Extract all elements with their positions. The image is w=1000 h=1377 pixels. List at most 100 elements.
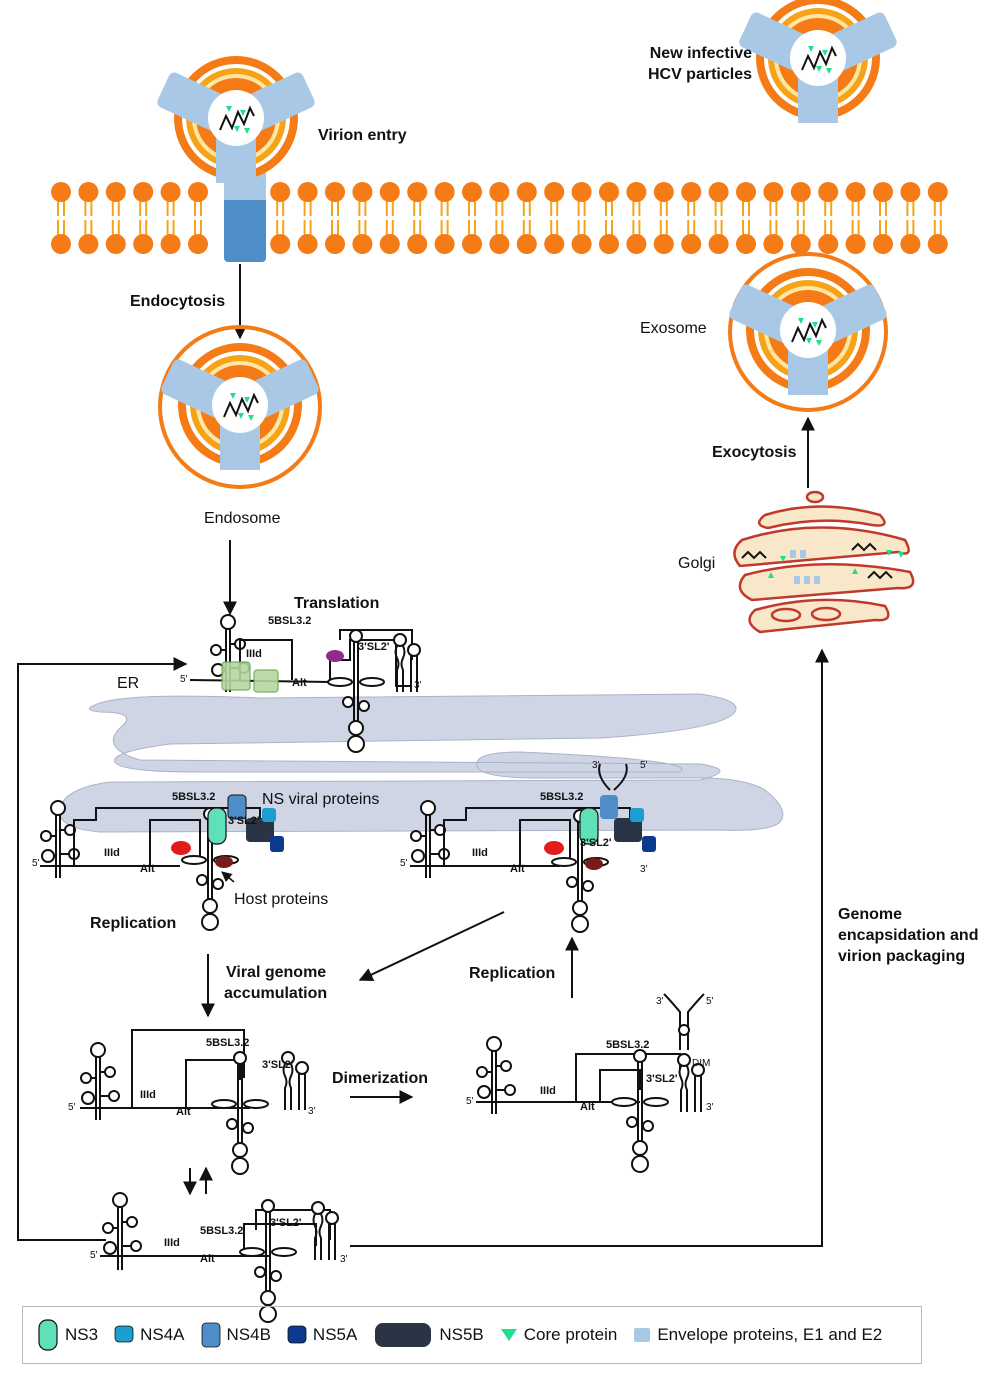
lipid-head [652, 181, 675, 217]
svg-text:DIM: DIM [692, 1058, 710, 1069]
svg-text:5': 5' [180, 674, 188, 685]
endosome-vesicle [158, 325, 322, 489]
ns-viral-proteins-label: NS viral proteins [262, 791, 379, 808]
lipid-head [50, 219, 72, 255]
lipid-head [324, 181, 346, 217]
svg-text:5': 5' [466, 1096, 474, 1107]
svg-text:3': 3' [308, 1106, 316, 1117]
golgi-apparatus [733, 490, 915, 634]
lipid-head [543, 181, 566, 217]
legend-item-core-protein: Core protein [500, 1325, 617, 1345]
svg-text:Alt: Alt [580, 1101, 595, 1113]
lipid-head [899, 181, 922, 217]
svg-text:3'SL2': 3'SL2' [646, 1073, 678, 1085]
lipid-head [872, 181, 894, 217]
lipid-head [762, 219, 785, 255]
svg-text:IIId: IIId [140, 1089, 156, 1101]
lipid-head [406, 219, 429, 255]
svg-text:3': 3' [640, 864, 648, 875]
exosome-virion-icon [726, 267, 890, 396]
svg-text:IIId: IIId [164, 1237, 180, 1249]
viral-genome-label-2: accumulation [224, 985, 327, 1002]
replication-left-label: Replication [90, 915, 176, 932]
replication-complex-right: 5BSL3.2 3'SL2' IIId Alt 5' 3' 3' 5' [400, 760, 656, 933]
exosome-label: Exosome [640, 320, 707, 337]
lipid-head [515, 219, 538, 255]
lipid-head [625, 219, 648, 255]
lipid-head [570, 181, 593, 217]
lipid-head [515, 181, 538, 217]
svg-text:3': 3' [340, 1254, 348, 1265]
lipid-head [324, 219, 346, 255]
lipid-head [598, 181, 620, 217]
lipid-head [296, 181, 319, 217]
lipid-head [872, 219, 894, 255]
svg-text:Alt: Alt [510, 863, 525, 875]
lipid-head [132, 219, 155, 255]
lipid-head [707, 219, 730, 255]
svg-text:IIId: IIId [472, 847, 488, 859]
plasma-membrane [50, 181, 949, 255]
svg-text:5': 5' [90, 1250, 98, 1261]
legend-item-ns4b: NS4B [201, 1322, 271, 1348]
lipid-head [104, 181, 127, 217]
lipid-head [50, 181, 72, 217]
svg-text:3': 3' [656, 996, 664, 1007]
svg-text:5': 5' [400, 858, 408, 869]
legend-item-ns4a: NS4A [114, 1325, 185, 1345]
golgi-label: Golgi [678, 555, 715, 572]
lipid-head [159, 181, 182, 217]
lipid-head [378, 219, 401, 255]
entry-virion-icon [154, 55, 318, 184]
replication-complex-left: 5BSL3.2 3'SL2' IIId Alt 5' [32, 791, 284, 931]
exocytosis-label: Exocytosis [712, 444, 797, 461]
replication-right-label: Replication [469, 965, 555, 982]
lipid-head [351, 181, 374, 217]
svg-text:5': 5' [706, 996, 714, 1007]
svg-text:3'SL2': 3'SL2' [228, 815, 260, 827]
new-particles-label: New infective [650, 45, 752, 62]
lipid-head [735, 219, 757, 255]
svg-text:3': 3' [592, 760, 600, 771]
endosome-label: Endosome [204, 510, 281, 527]
legend-item-ns5b: NS5B [373, 1321, 484, 1349]
endosome-virion-icon [158, 342, 322, 471]
lipid-head [844, 219, 867, 255]
svg-text:3'SL2': 3'SL2' [580, 837, 612, 849]
exosome-vesicle [728, 252, 888, 412]
svg-text:IIId: IIId [104, 847, 120, 859]
lipid-head [433, 181, 456, 217]
lipid-head [378, 181, 401, 217]
genome-encapsidation-label: Genome [838, 906, 902, 923]
svg-text:Alt: Alt [140, 863, 155, 875]
lipid-head [735, 181, 757, 217]
lipid-head [296, 219, 319, 255]
er-label: ER [117, 675, 139, 692]
genome-bottom: 5BSL3.2 3'SL2' IIId Alt 5' 3' [90, 1192, 348, 1323]
lipid-head [789, 219, 812, 255]
svg-text:Alt: Alt [176, 1106, 191, 1118]
lipid-head [817, 181, 840, 217]
svg-text:3'SL2': 3'SL2' [358, 641, 390, 653]
lipid-head [187, 181, 209, 217]
svg-text:IIId: IIId [540, 1085, 556, 1097]
lipid-head [707, 181, 730, 217]
svg-text:5': 5' [68, 1102, 76, 1113]
svg-text:3'SL2': 3'SL2' [270, 1217, 302, 1229]
virion-entry-label: Virion entry [318, 127, 407, 144]
lipid-head [269, 181, 292, 217]
svg-text:Alt: Alt [200, 1253, 215, 1265]
genome-encapsidation-label-3: virion packaging [838, 948, 965, 965]
host-proteins-label: Host proteins [234, 891, 328, 908]
genome-encapsidation-label-2: encapsidation and [838, 927, 978, 944]
endocytosis-label: Endocytosis [130, 293, 225, 310]
svg-text:5': 5' [32, 858, 40, 869]
new-virion-icon [736, 0, 900, 124]
legend-item-envelope-proteins: Envelope proteins, E1 and E2 [633, 1325, 882, 1345]
lipid-head [488, 219, 511, 255]
legend-item-ns5a: NS5A [287, 1325, 357, 1345]
lipid-head [762, 181, 785, 217]
lipid-head [680, 219, 703, 255]
svg-text:3': 3' [706, 1102, 714, 1113]
